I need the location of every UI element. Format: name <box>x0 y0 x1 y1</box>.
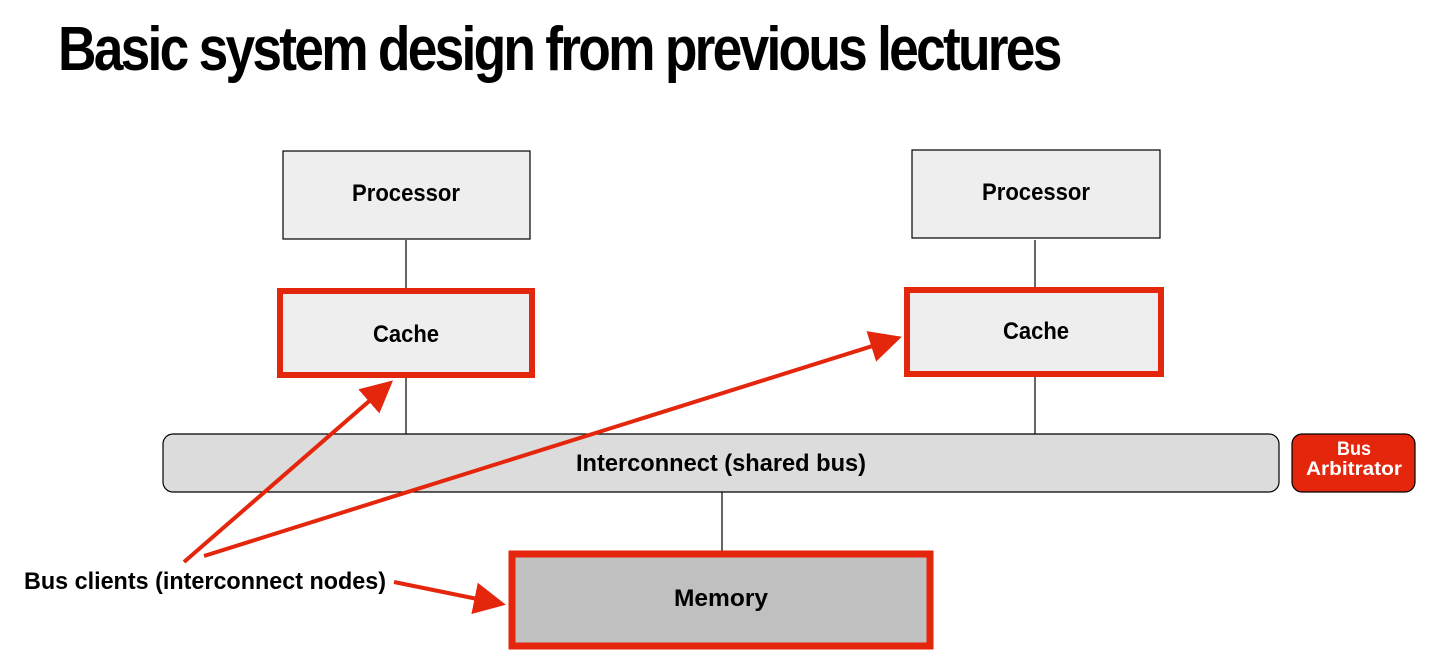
processor-right-label: Processor <box>982 179 1090 206</box>
cache-right: Cache <box>904 287 1164 377</box>
arrow-to-left-cache <box>182 380 394 564</box>
interconnect-bus: Interconnect (shared bus) <box>162 433 1280 493</box>
cache-right-label: Cache <box>1003 318 1069 345</box>
page-title: Basic system design from previous lectur… <box>58 15 1062 84</box>
bus-clients-label: Bus clients (interconnect nodes) <box>24 568 386 595</box>
arrow-to-memory <box>393 580 506 615</box>
processor-right: Processor <box>911 149 1161 239</box>
cache-left: Cache <box>277 288 535 378</box>
arrow-to-right-cache <box>203 331 902 558</box>
processor-left: Processor <box>282 150 531 240</box>
interconnect-label: Interconnect (shared bus) <box>576 450 866 477</box>
cache-left-label: Cache <box>373 321 439 348</box>
memory: Memory <box>508 550 934 650</box>
processor-left-label: Processor <box>352 180 460 207</box>
arbitrator-label-line2: Arbitrator <box>1306 459 1403 480</box>
arbitrator-label-line1: Bus <box>1337 439 1371 460</box>
bus-arbitrator: Bus Arbitrator <box>1291 433 1416 493</box>
memory-label: Memory <box>674 585 769 612</box>
